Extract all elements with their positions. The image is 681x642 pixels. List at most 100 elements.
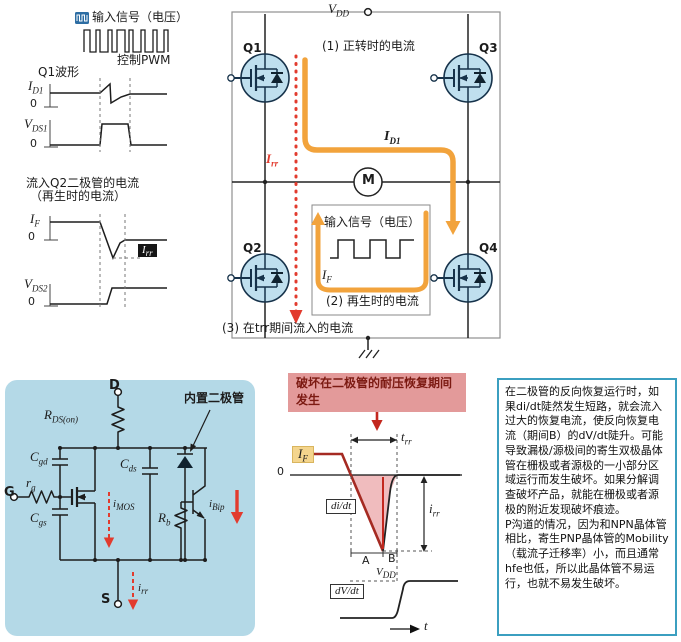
q1-label: Q1 bbox=[243, 41, 262, 55]
explanation-paragraph-2: P沟道的情况，因为和NPN晶体管相比，寄生PNP晶体管的Mobility（载流子… bbox=[505, 517, 669, 590]
recovery-guides bbox=[350, 434, 432, 582]
interval-bracket bbox=[350, 549, 398, 557]
drain-terminal bbox=[113, 387, 123, 397]
vdd-terminal bbox=[363, 7, 373, 17]
source-terminal bbox=[113, 599, 123, 609]
rg-resistor bbox=[26, 490, 60, 504]
q2-label: Q2 bbox=[243, 241, 262, 255]
source-terminal-label: S bbox=[101, 592, 111, 607]
if-axis-label: IF bbox=[30, 211, 40, 229]
vds1-axis-label: VDS1 bbox=[24, 116, 48, 134]
cgs-label: Cgs bbox=[30, 510, 47, 528]
body-diode-triangle bbox=[177, 456, 193, 468]
waveform-axes bbox=[44, 84, 58, 307]
zero-label: 0 bbox=[30, 97, 37, 110]
cgd-capacitor bbox=[52, 448, 68, 497]
q2-mosfet-symbol bbox=[226, 252, 291, 304]
irr-callout: Irr bbox=[138, 244, 157, 258]
builtin-diode-pointer bbox=[191, 409, 211, 449]
q4-label: Q4 bbox=[479, 241, 498, 255]
gate-terminal-label: G bbox=[4, 485, 15, 500]
id1-path-label: ID1 bbox=[384, 129, 401, 146]
cds-capacitor bbox=[142, 448, 158, 560]
interval-a-label: A bbox=[362, 554, 370, 567]
if-waveform bbox=[50, 221, 167, 260]
recovery-plot bbox=[290, 410, 462, 634]
note-trr-current: (3) 在trr期间流入的电流 bbox=[222, 321, 354, 335]
di-dt-label: di/dt bbox=[326, 499, 357, 514]
inner-input-signal-label: 输入信号（电压） bbox=[324, 215, 421, 229]
vds2-waveform bbox=[50, 287, 167, 305]
voltage-waveform bbox=[340, 580, 458, 619]
vdd-recovery-label: VDD bbox=[376, 566, 396, 581]
rds-on-label: RDS(on) bbox=[44, 407, 78, 425]
waveforms-left bbox=[44, 29, 169, 310]
h-bridge-circuit bbox=[231, 7, 501, 359]
cgs-capacitor bbox=[52, 497, 68, 560]
q1-mosfet-symbol bbox=[226, 52, 291, 104]
pwm-waveform bbox=[83, 29, 169, 53]
vds2-axis-label: VDS2 bbox=[24, 276, 48, 294]
motor-circle bbox=[353, 167, 383, 197]
vdd-label: VDD bbox=[328, 1, 349, 19]
ground-symbol bbox=[358, 349, 380, 359]
irr-current-path bbox=[289, 54, 303, 324]
junction-dots bbox=[58, 446, 207, 562]
q2-diode-caption-line1: 流入Q2二极管的电流 bbox=[26, 176, 140, 190]
trr-label: trr bbox=[401, 429, 412, 447]
explanation-panel: 在二极管的反向恢复运行时，如果di/dt陡然发生短路，就会流入过大的恢复电流，使… bbox=[497, 378, 677, 636]
imos-label: iMOS bbox=[113, 498, 135, 513]
forward-current-path bbox=[302, 57, 461, 235]
regen-inner-box bbox=[311, 204, 431, 316]
model-current-arrows bbox=[108, 490, 239, 602]
rb-resistor bbox=[174, 506, 188, 560]
zero-label: 0 bbox=[28, 295, 35, 308]
ibip-label: iBip bbox=[209, 498, 225, 513]
explanation-paragraph-1: 在二极管的反向恢复运行时，如果di/dt陡然发生短路，就会流入过大的恢复电流，使… bbox=[505, 385, 664, 516]
cds-label: Cds bbox=[120, 456, 137, 474]
rds-on-resistor bbox=[111, 404, 125, 448]
waveform-guides bbox=[99, 78, 140, 310]
bjt-emitter-arrow bbox=[196, 511, 205, 519]
interval-b-label: B bbox=[388, 552, 396, 565]
irr-recovery-label: irr bbox=[429, 501, 440, 519]
recovery-shaded-area bbox=[351, 475, 397, 551]
dv-dt-label: dV/dt bbox=[330, 584, 364, 599]
control-pwm-label: 控制PWM bbox=[117, 53, 171, 67]
cgd-label: Cgd bbox=[30, 449, 48, 467]
pwm-icon bbox=[75, 12, 89, 24]
builtin-diode-label: 内置二极管 bbox=[184, 391, 245, 405]
inner-square-wave bbox=[330, 239, 414, 259]
q1-waveform-label: Q1波形 bbox=[38, 65, 80, 79]
model-panel-background bbox=[5, 380, 255, 636]
mosfet-model-panel bbox=[5, 380, 255, 636]
rg-label: rg bbox=[26, 475, 36, 493]
bridge-wires bbox=[232, 14, 500, 350]
q2-diode-caption-line2: （再生时的电流） bbox=[30, 189, 127, 203]
note-regen-current: (2) 再生时的电流 bbox=[326, 294, 419, 308]
zero-label: 0 bbox=[30, 137, 37, 150]
current-recovery-edge bbox=[382, 474, 460, 552]
drain-terminal-label: D bbox=[109, 378, 120, 393]
motor-label: M bbox=[362, 173, 375, 188]
irr-path-label: Irr bbox=[266, 151, 279, 169]
id1-waveform bbox=[50, 82, 167, 105]
q4-mosfet-symbol bbox=[429, 252, 494, 304]
if-recovery-label: IF bbox=[292, 446, 314, 463]
rb-label: Rb bbox=[158, 510, 171, 528]
recovery-header: 破坏在二极管的耐压恢复期间发生 bbox=[288, 373, 466, 412]
input-signal-label: 输入信号（电压） bbox=[92, 10, 189, 24]
id1-axis-label: ID1 bbox=[28, 78, 44, 96]
irr-model-label: irr bbox=[138, 582, 149, 597]
time-axis-label: t bbox=[424, 618, 428, 633]
parasitic-bjt bbox=[180, 448, 206, 514]
vds1-waveform bbox=[50, 123, 167, 146]
regen-current-path bbox=[311, 210, 429, 293]
zero-label: 0 bbox=[28, 230, 35, 243]
note-forward-current: (1) 正转时的电流 bbox=[322, 39, 415, 53]
inner-if-label: IF bbox=[322, 267, 332, 285]
zero-label: 0 bbox=[277, 465, 284, 478]
q3-mosfet-symbol bbox=[429, 52, 494, 104]
